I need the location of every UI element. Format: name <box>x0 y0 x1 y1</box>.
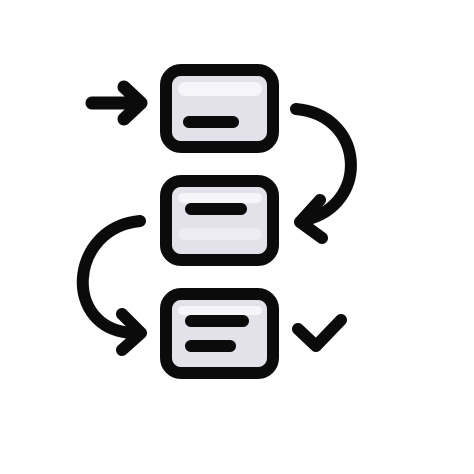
card-highlight <box>178 306 262 315</box>
step-card-2 <box>160 175 279 266</box>
step-card-3 <box>160 288 279 379</box>
entry-arrow-icon <box>85 80 148 126</box>
card-highlight <box>178 82 262 96</box>
curved-arrow-right-icon <box>290 103 357 244</box>
card-highlight <box>178 228 262 240</box>
curved-arrow-left-icon <box>76 215 147 356</box>
step-card-1 <box>160 64 279 153</box>
card-highlight <box>178 193 262 203</box>
check-icon <box>292 314 347 352</box>
